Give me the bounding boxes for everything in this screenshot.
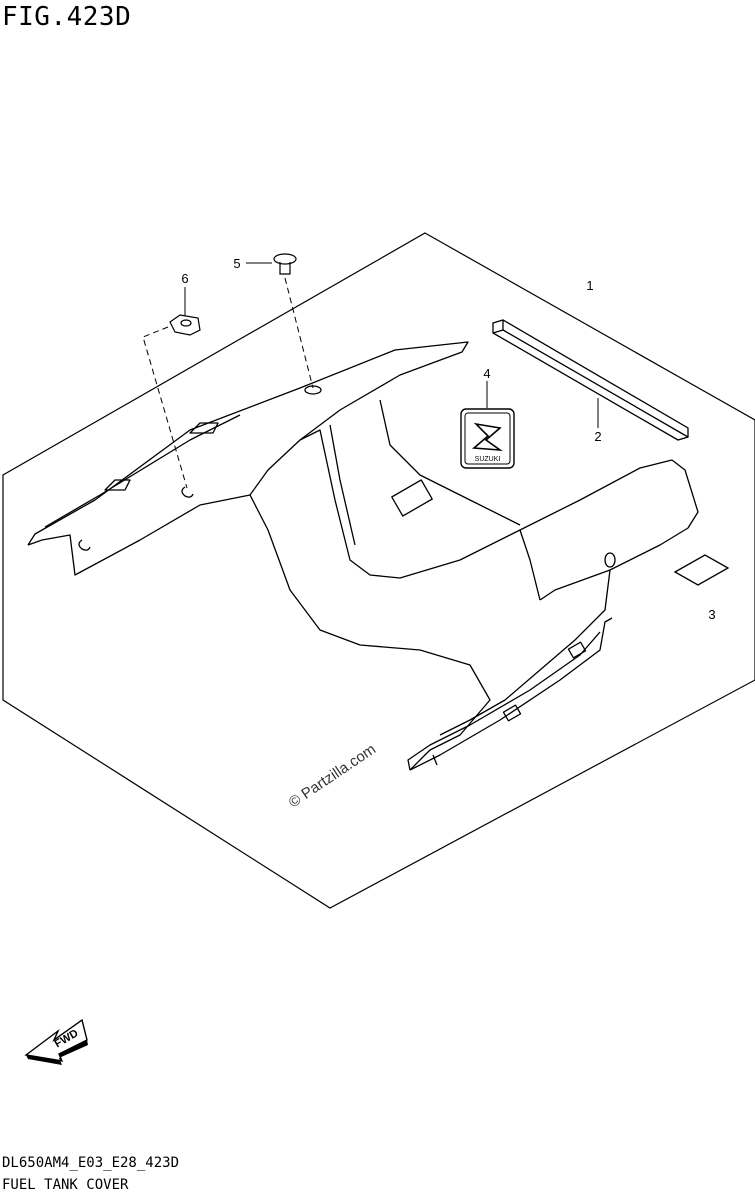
diagram-name: FUEL TANK COVER [2,1177,129,1193]
dash-5 [284,277,314,389]
part-2-strip[interactable] [492,319,689,441]
fuel-tank-cover[interactable] [27,341,699,771]
diagram-code: DL650AM4_E03_E28_423D [2,1155,180,1171]
watermark: © Partzilla.com [286,741,379,812]
figure-title: FIG.423D [2,2,132,32]
callout-6: 6 [181,271,188,286]
part-4-emblem[interactable]: SUZUKI [460,408,515,469]
part-3-pad[interactable] [673,554,730,586]
emblem-text: SUZUKI [475,456,501,463]
part-6-clip-nut[interactable] [169,314,201,336]
assembly-boundary [2,232,755,909]
callout-1: 1 [586,278,593,293]
part-5-screw[interactable] [273,253,297,275]
callout-2: 2 [594,429,601,444]
callout-3: 3 [708,607,715,622]
fwd-arrow-icon: FWD [24,1018,88,1065]
callout-4: 4 [483,366,490,381]
callout-5: 5 [233,256,240,271]
dash-6 [142,326,188,489]
